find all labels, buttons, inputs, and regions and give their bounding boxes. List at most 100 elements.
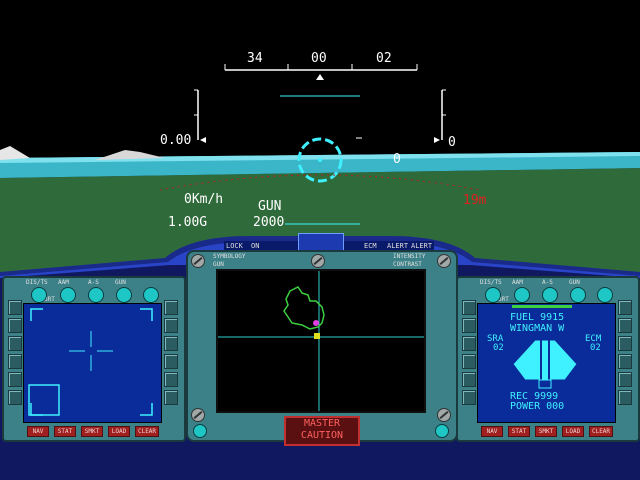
sea-band-light: [0, 152, 640, 163]
heading-caret: [316, 74, 324, 80]
fuel-readout: FUEL 9915: [510, 312, 565, 323]
right-scale-value: 0: [448, 135, 456, 150]
ecm-value: 02: [590, 343, 601, 353]
left-mfd-side-button[interactable]: [8, 336, 22, 351]
master-caution-line1: MASTER: [303, 418, 341, 429]
right-mfd-knob-2[interactable]: [514, 287, 530, 303]
rec-readout: REC 9999: [510, 391, 559, 402]
left-mfd-side-button[interactable]: [164, 354, 178, 369]
right-mfd-side-button[interactable]: [618, 372, 632, 387]
right-mfd-smkt-button[interactable]: SMKT: [535, 426, 557, 437]
right-mfd-stat-button[interactable]: STAT: [508, 426, 530, 437]
left-mfd-knob-4[interactable]: [116, 287, 132, 303]
power-readout: POWER 000: [510, 401, 565, 412]
left-mfd-side-button[interactable]: [164, 318, 178, 333]
alert-indicator-2: ALERT: [411, 242, 433, 250]
left-mfd-load-button[interactable]: LOAD: [108, 426, 130, 437]
radar-screen: [216, 269, 426, 413]
heading-tick-34: 34: [247, 51, 263, 66]
center-right-knob[interactable]: [435, 424, 449, 438]
left-mfd-stat-button[interactable]: STAT: [54, 426, 76, 437]
left-mfd-knob-5[interactable]: [143, 287, 159, 303]
left-mfd-brt: BRT: [44, 296, 55, 303]
right-mfd-clear-button[interactable]: CLEAR: [589, 426, 613, 437]
island-outline: [283, 286, 325, 330]
left-mfd-label-gun: GUN: [115, 279, 126, 286]
left-mfd-side-button[interactable]: [164, 336, 178, 351]
wingman-readout: WINGMAN W: [510, 323, 565, 334]
master-caution-button[interactable]: MASTER CAUTION: [284, 416, 360, 446]
left-mfd-smkt-button[interactable]: SMKT: [81, 426, 103, 437]
right-mfd-side-button[interactable]: [462, 354, 476, 369]
left-mfd-side-button[interactable]: [8, 372, 22, 387]
g-load-readout: 1.00G: [168, 215, 208, 230]
left-mfd-side-button[interactable]: [8, 354, 22, 369]
mountain-left: [0, 146, 30, 160]
right-mfd-label-dists: DIS/TS: [480, 279, 502, 286]
right-mfd-side-button[interactable]: [618, 300, 632, 315]
contrast-label: CONTRAST: [393, 261, 422, 268]
left-mfd-side-button[interactable]: [164, 390, 178, 405]
sra-value: 02: [493, 343, 504, 353]
symbology-label: SYMBOLOGY: [213, 253, 246, 260]
right-mfd-knob-5[interactable]: [597, 287, 613, 303]
left-mfd-label-aam: AAM: [58, 279, 69, 286]
speed-readout: 0Km/h: [184, 192, 224, 207]
on-indicator: ON: [251, 242, 260, 250]
lock-indicator: LOCK: [226, 242, 243, 250]
left-mfd-nav-button[interactable]: NAV: [27, 426, 49, 437]
left-mfd-knob-1[interactable]: [31, 287, 47, 303]
center-left-knob[interactable]: [193, 424, 207, 438]
left-mfd-graphic: [28, 308, 153, 416]
right-mfd-side-button[interactable]: [462, 390, 476, 405]
left-mfd-screen: [23, 303, 162, 423]
right-mfd-side-button[interactable]: [618, 318, 632, 333]
alert-indicator-1: ALERT: [387, 242, 409, 250]
heading-tick-02: 02: [376, 51, 392, 66]
right-mfd-side-button[interactable]: [462, 372, 476, 387]
right-mfd-label-gun: GUN: [569, 279, 580, 286]
left-mfd-label-dists: DIS/TS: [26, 279, 48, 286]
master-caution-line2: CAUTION: [300, 430, 344, 441]
weapon-readout: GUN: [258, 199, 282, 214]
screw: [191, 408, 205, 422]
right-mfd-side-button[interactable]: [462, 300, 476, 315]
right-mfd-side-button[interactable]: [618, 354, 632, 369]
left-mfd-side-button[interactable]: [8, 318, 22, 333]
screw: [311, 254, 325, 268]
left-mfd-knob-3[interactable]: [88, 287, 104, 303]
left-mfd-side-button[interactable]: [164, 372, 178, 387]
right-mfd-side-button[interactable]: [462, 336, 476, 351]
left-mfd-side-button[interactable]: [8, 390, 22, 405]
right-mfd-knob-4[interactable]: [570, 287, 586, 303]
left-mfd-knob-2[interactable]: [60, 287, 76, 303]
gun-reticle: [297, 137, 343, 183]
intensity-label: INTENSITY: [393, 253, 426, 260]
right-mfd-nav-button[interactable]: NAV: [481, 426, 503, 437]
right-mfd-side-button[interactable]: [618, 390, 632, 405]
right-mfd-label-aam: AAM: [512, 279, 523, 286]
screw: [191, 254, 205, 268]
ecm-indicator: ECM: [364, 242, 377, 250]
radar-overlay: [218, 271, 424, 411]
right-mfd-side-button[interactable]: [618, 336, 632, 351]
right-mfd-label-as: A-S: [542, 279, 553, 286]
sra-label: SRA: [487, 334, 504, 344]
left-mfd-side-button[interactable]: [8, 300, 22, 315]
left-mfd-clear-button[interactable]: CLEAR: [135, 426, 159, 437]
ecm-label: ECM: [585, 334, 602, 344]
range-readout: 19m: [463, 193, 487, 208]
screw: [437, 408, 451, 422]
ammo-readout: 2000: [253, 215, 285, 230]
right-mfd-knob-3[interactable]: [542, 287, 558, 303]
mountain-center: [95, 150, 165, 160]
left-mfd-side-button[interactable]: [164, 300, 178, 315]
right-mfd-load-button[interactable]: LOAD: [562, 426, 584, 437]
aircraft-status-icon: [512, 339, 578, 389]
gun-label: GUN: [213, 261, 224, 268]
right-mfd-knob-1[interactable]: [485, 287, 501, 303]
screw: [437, 254, 451, 268]
left-scale-value: 0.00: [160, 133, 192, 148]
heading-tick-00: 00: [311, 51, 327, 66]
right-mfd-side-button[interactable]: [462, 318, 476, 333]
